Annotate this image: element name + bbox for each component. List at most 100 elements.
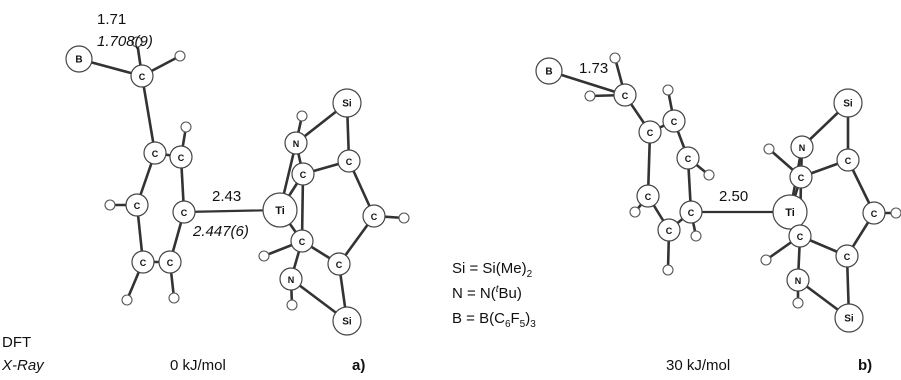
structure-a-atoms: B C C C C C C C Ti: [65, 36, 410, 336]
atom-si-label: Si: [342, 99, 352, 110]
atom-c-label: C: [299, 237, 306, 247]
atom-b-label: B: [545, 67, 552, 78]
atom-c: [835, 244, 859, 268]
legend-n: N = N(tBu): [452, 284, 522, 302]
structure-b-energy: 30 kJ/mol: [666, 357, 730, 374]
atom-c-label: C: [300, 170, 307, 180]
atom-n: [790, 135, 814, 159]
atom-h: [662, 84, 674, 96]
atom-c: [327, 252, 351, 276]
atom-c-label: C: [844, 252, 851, 262]
atom-h: [792, 297, 804, 309]
atom-si: [332, 306, 362, 336]
atom-h: [180, 121, 192, 133]
atom-h: [168, 292, 180, 304]
atom-h: [760, 254, 772, 266]
atom-c-label: C: [798, 173, 805, 183]
atom-c: [679, 200, 703, 224]
b-c-distance-xray: 1.708(9): [97, 33, 153, 50]
atom-h: [890, 207, 901, 219]
atom-h: [609, 52, 621, 64]
ti-c-distance-dft: 2.43: [212, 188, 241, 205]
method-xray-label: X-Ray: [1, 357, 45, 374]
atom-c-label: C: [622, 91, 629, 101]
atom-h: [398, 212, 410, 224]
atom-c: [290, 229, 314, 253]
atom-c: [291, 162, 315, 186]
atom-c-label: C: [167, 258, 174, 268]
atom-c-label: C: [336, 260, 343, 270]
atom-h: [121, 294, 133, 306]
structure-b: B C C C C C C C: [535, 52, 901, 333]
atom-si-label: Si: [843, 99, 853, 110]
atom-c-label: C: [139, 72, 146, 82]
atom-c: [362, 204, 386, 228]
atom-c: [676, 146, 700, 170]
structure-a-panel-label: a): [352, 357, 365, 374]
atom-c: [657, 218, 681, 242]
atom-c-label: C: [134, 201, 141, 211]
atom-c-label: C: [871, 209, 878, 219]
atom-h: [690, 230, 702, 242]
atom-c-label: C: [666, 226, 673, 236]
atom-c: [636, 184, 660, 208]
atom-c-label: C: [346, 157, 353, 167]
atom-h: [584, 90, 596, 102]
atom-c: [836, 148, 860, 172]
atom-legend: Si = Si(Me)2 N = N(tBu) B = B(C6F5)3: [452, 260, 536, 330]
atom-c: [638, 120, 662, 144]
atom-h: [104, 199, 116, 211]
ti-c-distance-xray: 2.447(6): [192, 223, 249, 240]
atom-ti-label: Ti: [275, 205, 285, 217]
atom-c-label: C: [797, 232, 804, 242]
atom-h: [286, 299, 298, 311]
atom-c-label: C: [178, 153, 185, 163]
atom-c: [169, 145, 193, 169]
atom-n-label: N: [293, 139, 300, 149]
method-dft-label: DFT: [2, 334, 31, 351]
atom-n: [284, 131, 308, 155]
atom-h: [763, 143, 775, 155]
atom-c-label: C: [645, 192, 652, 202]
atom-n-label: N: [795, 276, 802, 286]
atom-h: [662, 264, 674, 276]
structure-a-energy: 0 kJ/mol: [170, 357, 226, 374]
atom-c: [789, 165, 813, 189]
atom-c: [131, 250, 155, 274]
atom-ti-label: Ti: [785, 207, 795, 219]
atom-c: [130, 64, 154, 88]
atom-b: [535, 57, 563, 85]
atom-c-label: C: [371, 212, 378, 222]
atom-c: [613, 83, 637, 107]
atom-h: [258, 250, 270, 262]
structure-b-atoms: B C C C C C C C: [535, 52, 901, 333]
atom-b-label: B: [75, 55, 82, 66]
atom-c: [788, 224, 812, 248]
atom-ti: [772, 194, 808, 230]
atom-h: [703, 169, 715, 181]
atom-c: [862, 201, 886, 225]
atom-c-label: C: [647, 128, 654, 138]
atom-c: [158, 250, 182, 274]
atom-n-label: N: [288, 275, 295, 285]
atom-ti: [262, 192, 298, 228]
legend-b: B = B(C6F5)3: [452, 310, 536, 330]
atom-h: [629, 206, 641, 218]
atom-c: [662, 109, 686, 133]
atom-c-label: C: [685, 154, 692, 164]
structure-b-panel-label: b): [858, 357, 872, 374]
atom-c-label: C: [845, 156, 852, 166]
atom-c: [125, 193, 149, 217]
atom-c-label: C: [181, 208, 188, 218]
atom-si: [833, 88, 863, 118]
atom-n: [786, 268, 810, 292]
atom-c-label: C: [140, 258, 147, 268]
ti-c-distance-dft: 2.50: [719, 188, 748, 205]
atom-c: [337, 149, 361, 173]
structure-a: B C C C C C C C Ti: [65, 11, 410, 336]
atom-c: [172, 200, 196, 224]
atom-n-label: N: [799, 143, 806, 153]
atom-si: [332, 88, 362, 118]
b-c-distance-dft: 1.71: [97, 11, 126, 28]
